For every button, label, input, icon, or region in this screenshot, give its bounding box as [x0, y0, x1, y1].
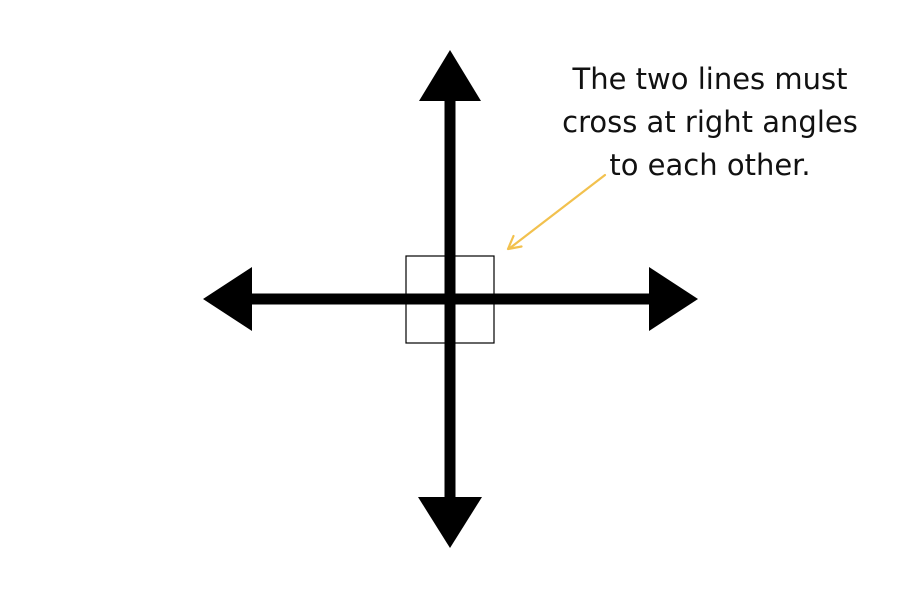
annotation-text: The two lines must cross at right angles…: [540, 58, 880, 187]
pointer-arrowhead: [506, 234, 523, 251]
annotation-line-2: cross at right angles: [562, 105, 858, 139]
arrowhead-left: [203, 267, 252, 331]
pointer-arrow-line: [508, 173, 607, 250]
annotation-line-1: The two lines must: [572, 62, 848, 96]
annotation-line-3: to each other.: [609, 148, 811, 182]
arrowhead-up: [419, 50, 481, 101]
right-angle-box: [405, 255, 495, 344]
arrowhead-right: [649, 267, 698, 331]
arrowhead-down: [418, 497, 482, 548]
